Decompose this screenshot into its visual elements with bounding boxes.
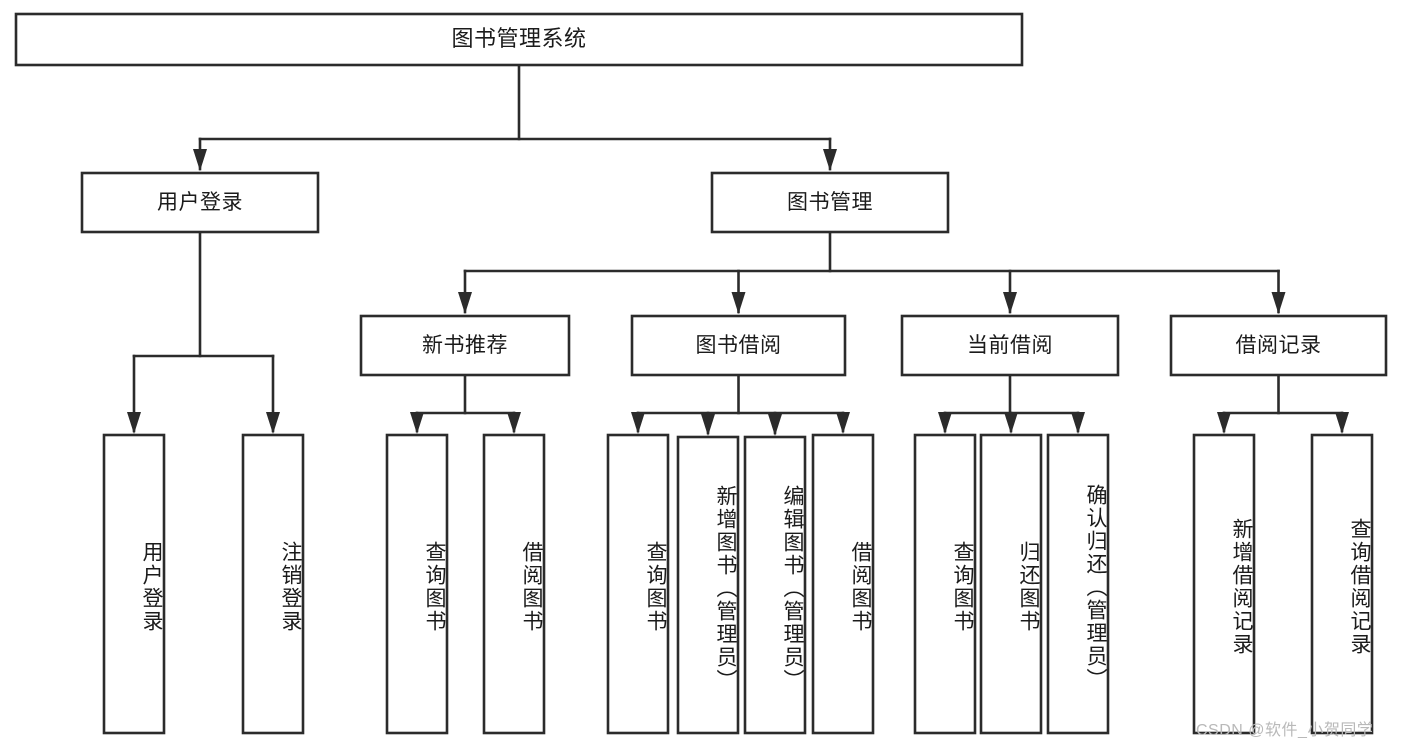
arrowhead-leaf-query-book-2	[631, 412, 645, 434]
arrowhead-leaf-user-login	[127, 412, 141, 434]
node-box-leaf-query-book-2	[606, 433, 670, 735]
arrowhead-leaf-borrow-book-1	[507, 412, 521, 434]
node-box-leaf-query-book-1	[385, 433, 449, 735]
node-box-leaf-user-login	[102, 433, 166, 735]
node-box-root	[14, 12, 1024, 67]
arrowhead-leaf-add-book	[701, 414, 715, 436]
arrowhead-leaf-add-record	[1217, 412, 1231, 434]
arrowhead-leaf-borrow-book-2	[836, 412, 850, 434]
arrowhead-book-manage	[823, 149, 837, 171]
boxes-layer	[14, 12, 1388, 735]
node-box-current-borrow	[900, 314, 1120, 377]
arrowhead-user-login	[193, 149, 207, 171]
node-box-book-manage	[710, 171, 950, 234]
connectors-layer	[127, 63, 1349, 436]
arrowhead-borrow-record	[1271, 292, 1286, 314]
arrowhead-leaf-edit-book	[768, 414, 782, 436]
node-box-leaf-borrow-book-2	[811, 433, 875, 735]
node-box-leaf-add-record	[1192, 433, 1256, 735]
arrowhead-leaf-query-book-3	[938, 412, 952, 434]
node-box-borrow-record	[1169, 314, 1388, 377]
node-box-leaf-confirm-return	[1046, 433, 1110, 735]
arrowhead-leaf-confirm-return	[1071, 412, 1085, 434]
arrowhead-leaf-return-book	[1004, 412, 1018, 434]
arrowhead-current-borrow	[1003, 292, 1017, 314]
node-box-leaf-user-logout	[241, 433, 305, 735]
node-box-leaf-borrow-book-1	[482, 433, 546, 735]
watermark-text: CSDN @软件_小贺同学	[1196, 722, 1374, 739]
arrowhead-leaf-user-logout	[266, 412, 280, 434]
arrowhead-leaf-query-book-1	[410, 412, 424, 434]
node-box-leaf-return-book	[979, 433, 1043, 735]
node-box-new-book-rec	[359, 314, 571, 377]
node-box-leaf-query-book-3	[913, 433, 977, 735]
node-box-leaf-edit-book	[743, 435, 807, 735]
node-box-leaf-query-record	[1310, 433, 1374, 735]
arrowhead-book-borrow	[731, 292, 746, 314]
node-box-book-borrow	[630, 314, 847, 377]
arrowhead-leaf-query-record	[1335, 412, 1349, 434]
node-box-user-login	[80, 171, 320, 234]
arrowhead-new-book-rec	[458, 292, 472, 314]
node-box-leaf-add-book	[676, 435, 740, 735]
